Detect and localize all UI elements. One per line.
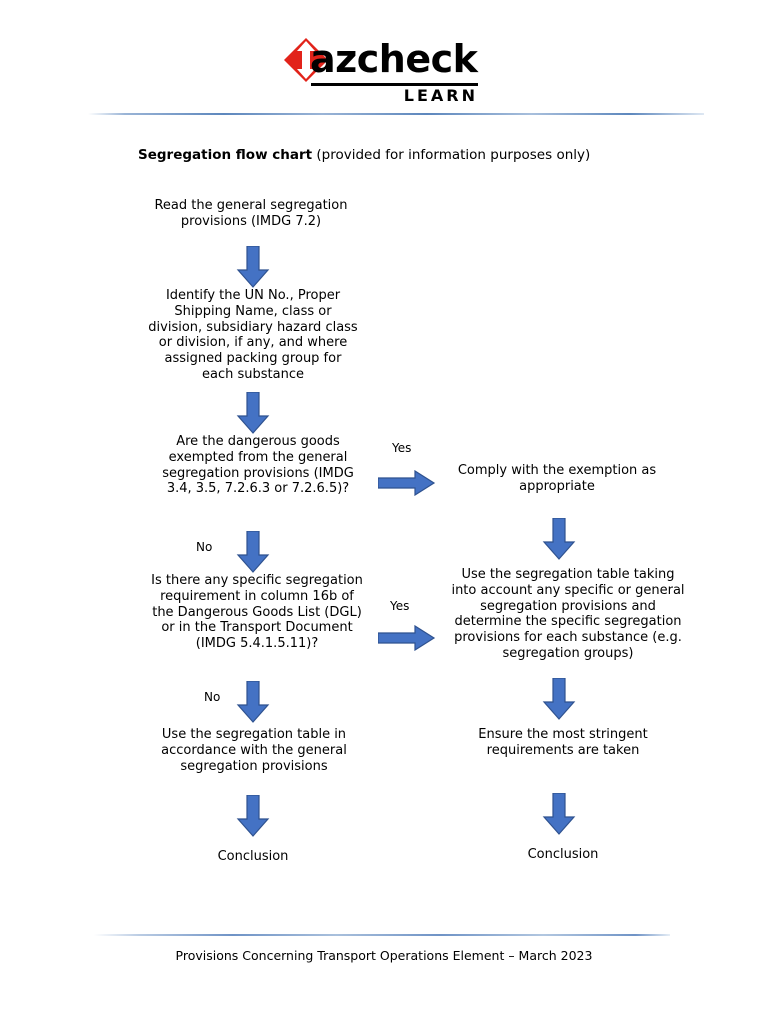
arrow-down-5 — [236, 795, 270, 837]
page-title-note: (provided for information purposes only) — [312, 147, 591, 163]
page-title: Segregation flow chart (provided for inf… — [138, 146, 590, 164]
arrow-down-2 — [236, 392, 270, 434]
flow-node-identify-un-number: Identify the UN No., Proper Shipping Nam… — [148, 288, 358, 382]
edge-label-yes-2: Yes — [390, 599, 410, 613]
flow-node-conclusion-left: Conclusion — [217, 849, 289, 864]
edge-label-no-1: No — [196, 540, 213, 554]
brand-subtitle: LEARN — [403, 86, 478, 105]
footer-text: Provisions Concerning Transport Operatio… — [175, 948, 593, 963]
flow-node-use-segregation-table-general: Use the segregation table in accordance … — [161, 727, 347, 774]
brand-logo: azcheck LEARN — [0, 36, 768, 108]
flow-node-ensure-most-stringent: Ensure the most stringent requirements a… — [478, 727, 648, 758]
flow-node-exempted-decision: Are the dangerous goods exempted from th… — [162, 434, 354, 497]
arrow-right-2 — [378, 625, 436, 651]
header-divider — [88, 113, 704, 115]
footer-divider — [94, 934, 670, 936]
brand-wordmark: azcheck — [310, 36, 478, 82]
page-title-bold: Segregation flow chart — [138, 147, 313, 163]
arrow-down-6 — [542, 793, 576, 835]
edge-label-yes-1: Yes — [392, 441, 412, 455]
hazard-diamond-arrow-icon — [284, 38, 328, 82]
arrow-down-1 — [236, 246, 270, 288]
arrow-down-right-2 — [542, 678, 576, 720]
brand-underline — [311, 83, 478, 86]
arrow-right-1 — [378, 470, 436, 496]
brand-wordmark-text: azcheck — [310, 37, 478, 81]
arrow-down-right-1 — [542, 518, 576, 560]
arrow-down-4 — [236, 681, 270, 723]
flow-node-use-segregation-table-specific: Use the segregation table taking into ac… — [451, 567, 685, 661]
edge-label-no-2: No — [204, 690, 221, 704]
flow-node-specific-requirement-decision: Is there any specific segregation requir… — [151, 573, 363, 652]
flow-node-comply-with-exemption: Comply with the exemption as appropriate — [457, 463, 657, 494]
flow-node-read-general-provisions: Read the general segregation provisions … — [154, 198, 348, 229]
flow-node-conclusion-right: Conclusion — [527, 847, 599, 862]
arrow-down-3 — [236, 531, 270, 573]
